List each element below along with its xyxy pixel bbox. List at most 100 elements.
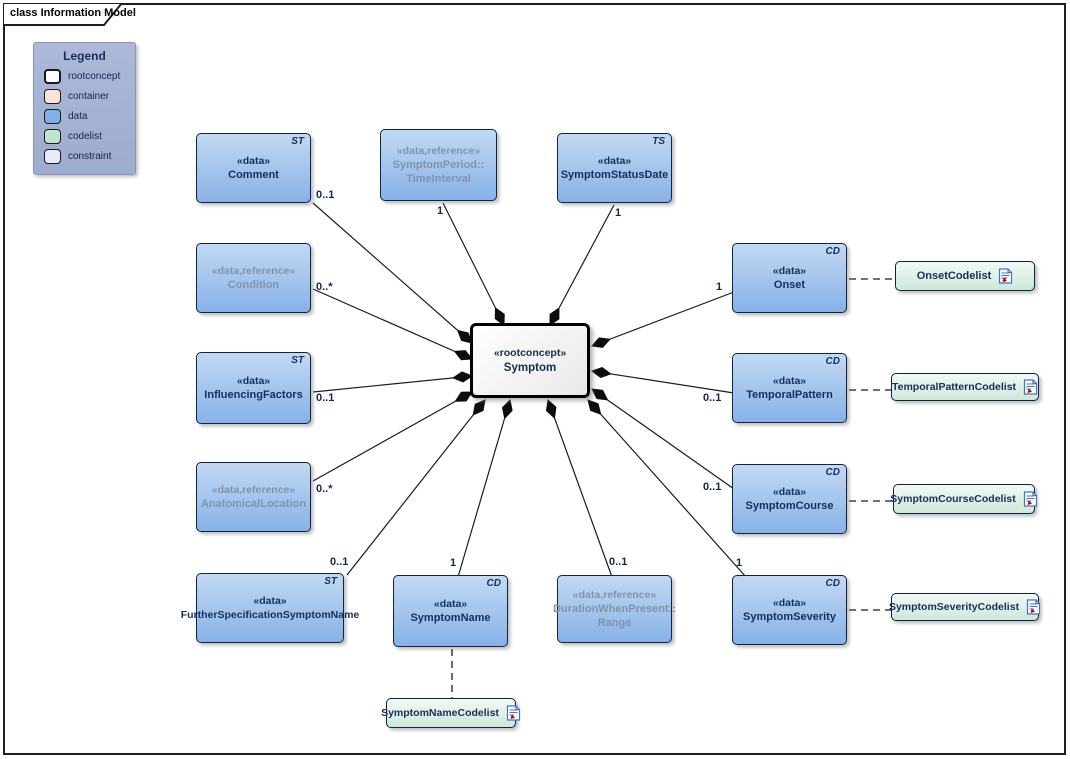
type-letter: CD: [825, 246, 840, 257]
node-name: AnatomicalLocation: [200, 498, 307, 510]
node-name-line2: TimeInterval: [406, 173, 471, 185]
stereotype-label: «data,reference»: [396, 145, 481, 157]
node-influencing-factors[interactable]: ST «data» InfluencingFactors: [196, 352, 311, 424]
connector-condition: [312, 288, 472, 359]
node-symptom-period-time-interval[interactable]: «data,reference» SymptomPeriod:: TimeInt…: [380, 129, 497, 201]
node-name-line2: Range: [597, 617, 632, 629]
multiplicity-temporal-pattern: 0..1: [703, 392, 722, 404]
connector-comment: [312, 202, 472, 343]
connector-anatomical-location: [312, 392, 472, 482]
multiplicity-symptom-status-date: 1: [615, 207, 622, 219]
legend-item-container: container: [44, 88, 135, 104]
codelist-name: OnsetCodelist: [916, 270, 992, 282]
codelist-name: SymptomCourseCodelist: [890, 493, 1016, 505]
diagram-title: class Information Model: [10, 7, 136, 19]
stereotype-label: «rootconcept»: [493, 346, 567, 359]
node-symptom-severity[interactable]: CD «data» SymptomSeverity: [732, 575, 847, 645]
connector-symptom-period: [442, 202, 504, 325]
multiplicity-symptom-course: 0..1: [703, 481, 722, 493]
connector-symptom-severity: [588, 400, 747, 578]
connector-influencing-factors: [312, 376, 472, 393]
stereotype-label: «data,reference»: [211, 265, 296, 277]
frame-tab-shape: [2, 2, 125, 26]
multiplicity-onset: 1: [716, 281, 723, 293]
type-letter: CD: [825, 578, 840, 589]
node-name: TemporalPattern: [746, 389, 833, 401]
node-name: Condition: [227, 279, 280, 291]
stereotype-label: «data»: [433, 598, 468, 610]
codelist-name: SymptomSeverityCodelist: [888, 601, 1020, 613]
type-letter: TS: [652, 136, 665, 147]
frame-tab: class Information Model: [2, 2, 136, 26]
codelist-name: TemporalPatternCodelist: [891, 381, 1017, 393]
legend-label: codelist: [68, 130, 102, 142]
node-name: FurtherSpecificationSymptomName: [180, 609, 360, 621]
legend-title: Legend: [63, 49, 106, 63]
node-temporal-pattern[interactable]: CD «data» TemporalPattern: [732, 353, 847, 423]
stereotype-label: «data,reference»: [572, 589, 657, 601]
node-symptom-course[interactable]: CD «data» SymptomCourse: [732, 464, 847, 534]
node-symptom-status-date[interactable]: TS «data» SymptomStatusDate: [557, 133, 672, 203]
node-duration-when-present-range[interactable]: «data,reference» DurationWhenPresent:: R…: [553, 575, 676, 643]
connector-temporal-pattern: [592, 371, 735, 394]
node-name: Comment: [228, 169, 279, 181]
document-icon: [999, 268, 1013, 284]
document-icon: [1023, 491, 1037, 507]
legend-label: data: [68, 110, 88, 122]
legend-label: container: [68, 90, 110, 102]
type-letter: ST: [291, 355, 304, 366]
document-icon: [1023, 379, 1038, 395]
codelist-symptom-name[interactable]: SymptomNameCodelist: [381, 698, 521, 728]
type-letter: ST: [324, 576, 337, 587]
type-letter: CD: [825, 467, 840, 478]
stereotype-label: «data»: [772, 486, 807, 498]
codelist-symptom-course[interactable]: SymptomCourseCodelist: [890, 484, 1037, 514]
rootconcept-swatch: [44, 68, 61, 84]
legend-item-data: data: [44, 108, 135, 124]
stereotype-label: «data»: [253, 595, 287, 607]
node-onset[interactable]: CD «data» Onset: [732, 243, 847, 313]
constraint-swatch: [44, 148, 61, 164]
document-icon: [1026, 599, 1041, 615]
stereotype-label: «data»: [772, 375, 807, 387]
legend-item-codelist: codelist: [44, 128, 135, 144]
multiplicity-condition: 0..*: [316, 281, 333, 293]
legend-item-rootconcept: rootconcept: [44, 68, 135, 84]
codelist-temporal-pattern[interactable]: TemporalPatternCodelist: [891, 373, 1039, 401]
multiplicity-comment: 0..1: [316, 189, 335, 201]
node-name: SymptomName: [410, 612, 491, 624]
stereotype-label: «data»: [236, 155, 271, 167]
codelist-name: SymptomNameCodelist: [381, 707, 499, 719]
node-symptom[interactable]: «rootconcept» Symptom: [470, 323, 590, 398]
container-swatch: [44, 88, 61, 104]
type-letter: ST: [291, 136, 304, 147]
node-name: SymptomStatusDate: [560, 169, 669, 181]
multiplicity-symptom-severity: 1: [736, 557, 743, 569]
multiplicity-duration-when-present: 0..1: [609, 556, 628, 568]
legend-item-constraint: constraint: [44, 148, 135, 164]
stereotype-label: «data»: [597, 155, 632, 167]
multiplicity-symptom-period: 1: [437, 205, 444, 217]
legend[interactable]: Legend rootconcept container data codeli…: [33, 42, 136, 175]
connector-symptom-course: [592, 389, 735, 490]
codelist-swatch: [44, 128, 61, 144]
legend-label: constraint: [68, 150, 112, 162]
connector-onset: [592, 291, 735, 346]
node-name: InfluencingFactors: [204, 389, 303, 401]
node-further-specification-symptom-name[interactable]: ST «data» FurtherSpecificationSymptomNam…: [181, 573, 359, 643]
node-symptom-name[interactable]: CD «data» SymptomName: [393, 575, 508, 647]
type-letter: CD: [486, 578, 501, 589]
data-swatch: [44, 108, 61, 124]
node-condition[interactable]: «data,reference» Condition: [196, 243, 311, 313]
stereotype-label: «data»: [772, 265, 807, 277]
node-comment[interactable]: ST «data» Comment: [196, 133, 311, 203]
codelist-onset[interactable]: OnsetCodelist: [895, 261, 1035, 291]
node-name: DurationWhenPresent::: [553, 603, 676, 615]
connector-duration-when-present: [548, 400, 613, 578]
node-anatomical-location[interactable]: «data,reference» AnatomicalLocation: [196, 462, 311, 532]
multiplicity-influencing-factors: 0..1: [316, 392, 335, 404]
codelist-symptom-severity[interactable]: SymptomSeverityCodelist: [888, 593, 1041, 621]
document-icon: [506, 705, 521, 721]
stereotype-label: «data,reference»: [211, 484, 296, 496]
legend-label: rootconcept: [68, 70, 121, 82]
